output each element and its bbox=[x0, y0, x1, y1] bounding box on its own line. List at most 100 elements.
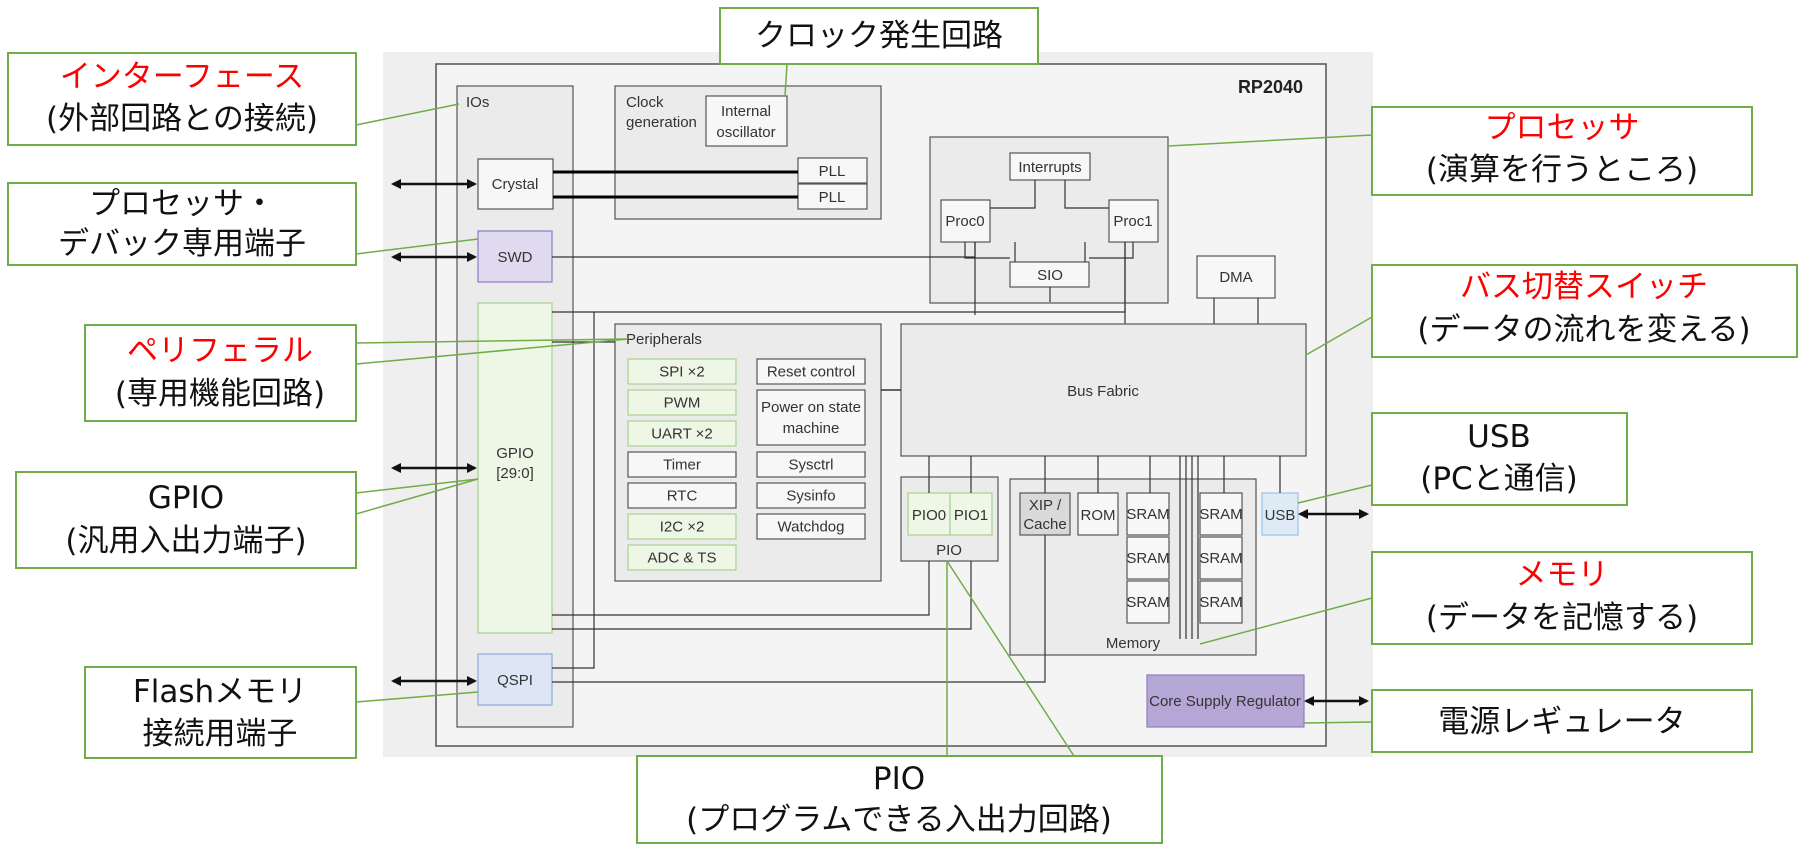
dma-block bbox=[1196, 255, 1276, 299]
crystal-block bbox=[477, 158, 554, 210]
internal-oscillator-label-1: Internal bbox=[721, 103, 771, 120]
pll-block-2 bbox=[797, 183, 868, 210]
qspi-block bbox=[477, 653, 553, 706]
qspi-label: QSPI bbox=[497, 672, 533, 689]
sram-0-1-label: SRAM bbox=[1126, 550, 1169, 567]
gpio-label-1: GPIO bbox=[496, 445, 534, 462]
callout-debug-title: プロセッサ・ bbox=[89, 186, 275, 222]
callout-memory-title: メモリ bbox=[1516, 557, 1609, 593]
callout-processor: プロセッサ (演算を行うところ) bbox=[1371, 106, 1753, 196]
power-on-state-label-2: machine bbox=[783, 420, 840, 437]
pll-label-1: PLL bbox=[819, 163, 846, 180]
callout-memory-sub: (データを記憶する) bbox=[1426, 600, 1698, 636]
memory-bus-links bbox=[1044, 456, 1225, 639]
chip-name: RP2040 bbox=[1238, 77, 1303, 97]
callout-usb-title: USB bbox=[1467, 419, 1531, 455]
periph-left-4-label: RTC bbox=[667, 488, 698, 505]
proc0-label: Proc0 bbox=[945, 213, 984, 230]
periph-left-3-label: Timer bbox=[663, 457, 701, 474]
periph-right-1-block bbox=[756, 451, 866, 478]
periph-left-4-block bbox=[627, 482, 737, 509]
pll-label-2: PLL bbox=[819, 189, 846, 206]
periph-left-2-label: UART ×2 bbox=[651, 426, 713, 443]
callout-regulator: 電源レギュレータ bbox=[1371, 689, 1753, 753]
callout-pio: PIO (プログラムできる入出力回路) bbox=[636, 755, 1163, 844]
periph-left-6-block bbox=[627, 544, 737, 571]
callout-bus-title: バス切替スイッチ bbox=[1460, 269, 1708, 305]
bus-fabric-label: Bus Fabric bbox=[1067, 383, 1139, 400]
sram-1-2-block bbox=[1199, 580, 1243, 624]
periph-left-0-block bbox=[627, 358, 737, 385]
pio1-block bbox=[949, 492, 993, 536]
callout-flash-sub: 接続用端子 bbox=[143, 716, 298, 752]
usb-label: USB bbox=[1265, 507, 1296, 524]
periph-left-5-block bbox=[627, 513, 737, 540]
gpio-label-2: [29:0] bbox=[496, 465, 534, 482]
periph-left-3-block bbox=[627, 451, 737, 478]
callout-clock: クロック発生回路 bbox=[719, 7, 1039, 65]
periph-right-2-block bbox=[756, 482, 866, 509]
sram-1-1-label: SRAM bbox=[1199, 550, 1242, 567]
power-on-state-label-1: Power on state bbox=[761, 399, 861, 416]
callout-usb-sub: (PCと通信) bbox=[1420, 461, 1578, 497]
callout-pio-title: PIO bbox=[873, 761, 925, 797]
pll-block-1 bbox=[797, 157, 868, 184]
proc1-block bbox=[1108, 199, 1159, 243]
swd-wire bbox=[552, 242, 976, 258]
callout-pio-sub: (プログラムできる入出力回路) bbox=[686, 802, 1112, 838]
callout-flash-title: Flashメモリ bbox=[133, 674, 307, 710]
callout-processor-title: プロセッサ bbox=[1485, 110, 1640, 146]
periph-left-5-label: I2C ×2 bbox=[660, 519, 705, 536]
proc1-label: Proc1 bbox=[1113, 213, 1152, 230]
memory-label: Memory bbox=[1106, 635, 1161, 652]
periph-left-1-label: PWM bbox=[664, 395, 701, 412]
pio0-label: PIO0 bbox=[912, 507, 946, 524]
callout-peripheral-sub: (専用機能回路) bbox=[115, 376, 325, 412]
sio-label: SIO bbox=[1037, 267, 1063, 284]
gpio-upper-wire bbox=[552, 312, 595, 669]
callout-peripheral-title: ペリフェラル bbox=[127, 333, 313, 369]
xip-cache-label-1: XIP / bbox=[1029, 497, 1062, 514]
callout-usb: USB (PCと通信) bbox=[1371, 412, 1628, 506]
xip-cache-label-2: Cache bbox=[1023, 516, 1066, 533]
callout-bus: バス切替スイッチ (データの流れを変える) bbox=[1371, 264, 1798, 358]
callout-memory: メモリ (データを記憶する) bbox=[1371, 551, 1753, 645]
clock-generation-label-2: generation bbox=[626, 114, 697, 131]
callout-gpio-title: GPIO bbox=[148, 480, 224, 516]
bus-fabric-block bbox=[900, 323, 1307, 457]
periph-right-3-label: Watchdog bbox=[778, 519, 845, 536]
callout-clock-title: クロック発生回路 bbox=[755, 18, 1003, 54]
periph-right-0-label: Reset control bbox=[767, 364, 855, 381]
pio0-block bbox=[907, 492, 951, 536]
interrupts-label: Interrupts bbox=[1018, 159, 1081, 176]
callout-interface-title: インターフェース bbox=[60, 59, 305, 95]
callout-interface-sub: (外部回路との接続) bbox=[46, 101, 318, 137]
pio1-label: PIO1 bbox=[954, 507, 988, 524]
dma-label: DMA bbox=[1219, 269, 1252, 286]
periph-right-1-label: Sysctrl bbox=[789, 457, 834, 474]
periph-left-0-label: SPI ×2 bbox=[659, 364, 704, 381]
power-on-state-block bbox=[756, 389, 866, 446]
dma-bus-links bbox=[1213, 298, 1259, 324]
callout-peripheral: ペリフェラル (専用機能回路) bbox=[84, 324, 357, 422]
swd-label: SWD bbox=[498, 249, 533, 266]
proc0-block bbox=[940, 199, 991, 243]
sram-0-0-block bbox=[1126, 492, 1170, 536]
sram-1-0-label: SRAM bbox=[1199, 506, 1242, 523]
callout-processor-sub: (演算を行うところ) bbox=[1426, 152, 1698, 188]
internal-oscillator-block bbox=[705, 95, 788, 147]
interrupts-block bbox=[1009, 152, 1091, 181]
rom-label: ROM bbox=[1081, 507, 1116, 524]
pio-label: PIO bbox=[936, 542, 962, 559]
qspi-xip-wire bbox=[552, 535, 1046, 683]
pio-bus-links bbox=[928, 456, 972, 493]
peripherals-title: Peripherals bbox=[626, 331, 702, 348]
gpio-pio-wire-2 bbox=[552, 561, 972, 630]
clock-generation-label-1: Clock bbox=[626, 94, 664, 111]
sram-0-2-block bbox=[1126, 580, 1170, 624]
usb-block bbox=[1261, 492, 1299, 536]
periph-right-3-block bbox=[756, 513, 866, 540]
